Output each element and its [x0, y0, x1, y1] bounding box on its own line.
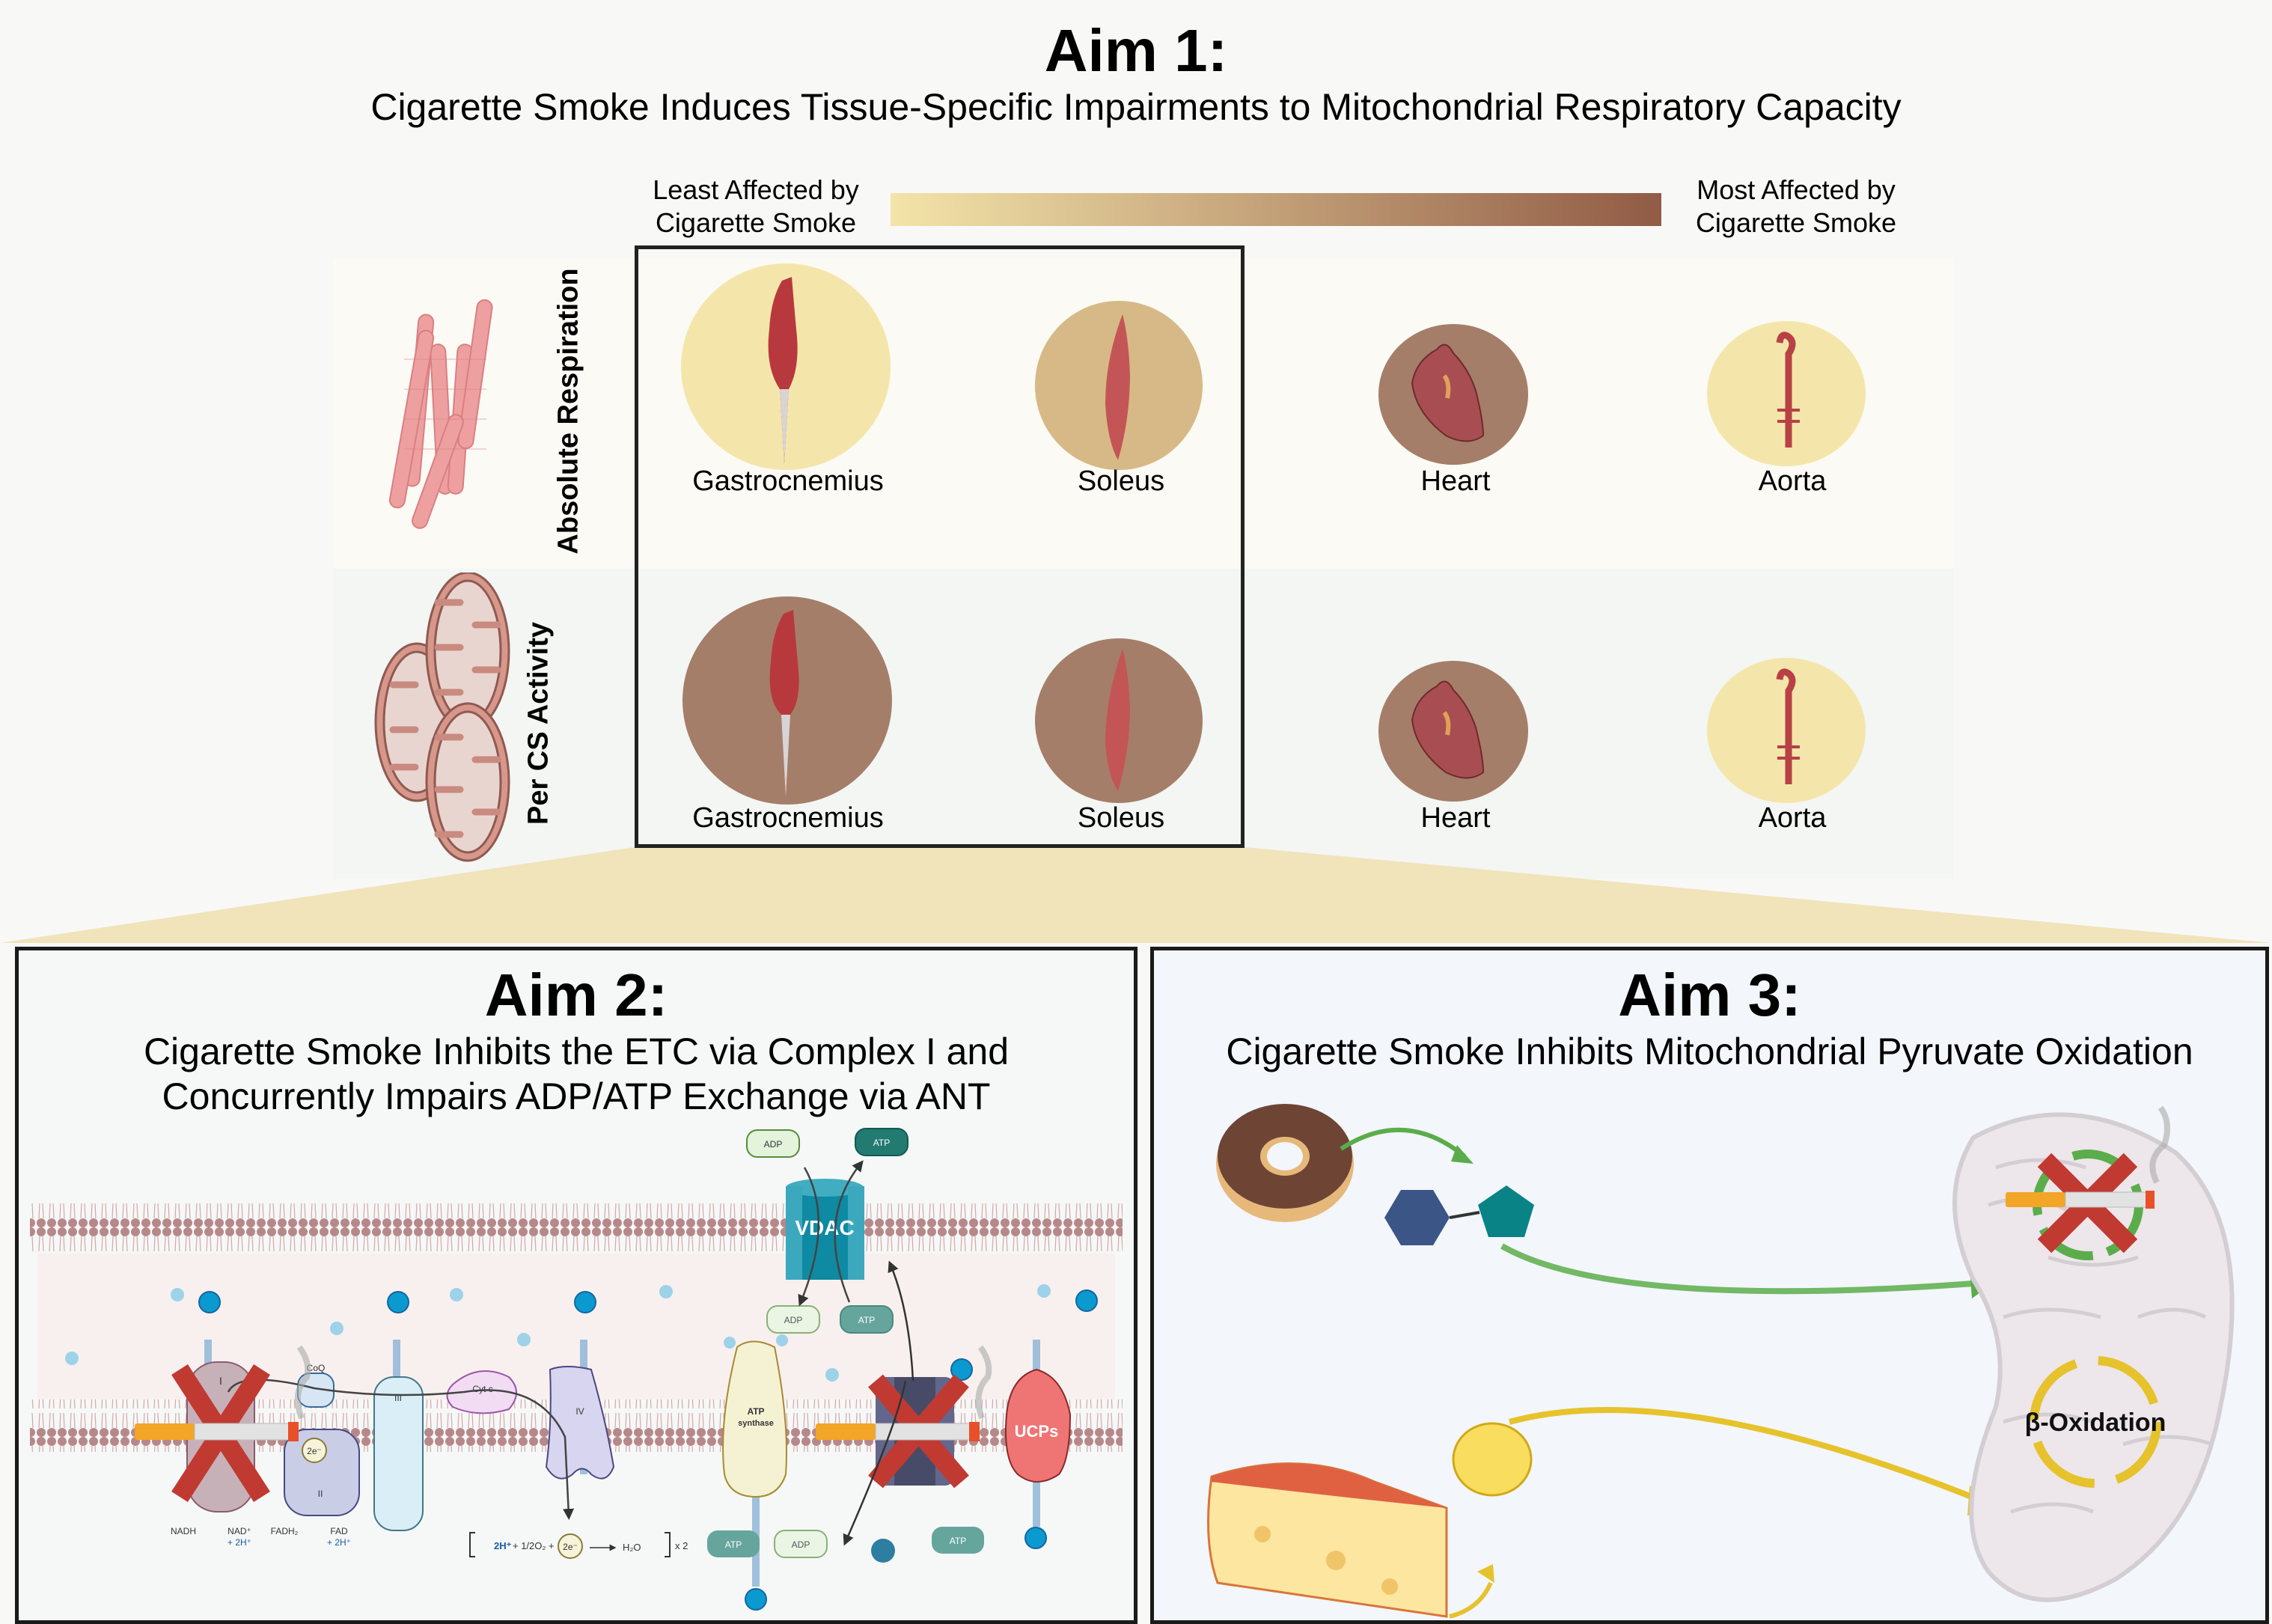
ucps: [1005, 1368, 1072, 1483]
fat-droplet-icon: [1452, 1422, 1533, 1497]
legend-least-affected: Least Affected by Cigarette Smoke: [653, 174, 859, 238]
tissue-icon-gastrocnemius-row2: [682, 596, 892, 805]
aim2-title: Aim 2:: [484, 962, 668, 1028]
complex-iv-label: IV: [575, 1406, 584, 1417]
tissue-icon-soleus-row1: [1035, 301, 1203, 470]
donut-icon: [1216, 1104, 1354, 1222]
electron-label: 2e⁻: [307, 1446, 322, 1456]
cigarette-icon: [816, 1422, 980, 1441]
aim2-subtitle-line1: Cigarette Smoke Inhibits the ETC via Com…: [143, 1031, 1010, 1072]
cigarette-icon: [135, 1422, 299, 1441]
vdac-channel: [786, 1179, 864, 1280]
tissue-label-heart: Heart: [1420, 802, 1491, 834]
svg-text:ADP: ADP: [792, 1539, 810, 1550]
fad-proton-label: + 2H⁺: [327, 1537, 351, 1548]
coq-label: CoQ: [307, 1363, 326, 1373]
atp-synthase-label-1: ATP: [747, 1406, 764, 1417]
adp-badge: ADP: [746, 1129, 800, 1158]
complex-i-label: I: [219, 1375, 222, 1387]
adp-badge: ADP: [774, 1530, 828, 1558]
cheese-icon: [1207, 1462, 1448, 1618]
zoom-connector: [0, 847, 2272, 943]
row-label-absolute-respiration: Absolute Respiration: [552, 268, 584, 555]
aim2-subtitle-line2: Concurrently Impairs ADP/ATP Exchange vi…: [162, 1075, 991, 1117]
tissue-label-gastrocnemius: Gastrocnemius: [692, 802, 884, 834]
tissue-icon-heart-row1: [1378, 324, 1528, 465]
adp-badge: ADP: [766, 1305, 820, 1334]
complex-iii: [373, 1376, 424, 1531]
skeletal-muscle-highlight-box: [635, 245, 1245, 848]
substrate-oxidation-diagram: yc β-Oxidation: [1207, 1104, 2235, 1619]
equation-electrons: 2e⁻: [563, 1542, 578, 1552]
carbohydrate-icon: [1384, 1185, 1534, 1245]
tissue-icon-heart-row2: [1378, 661, 1528, 802]
aim3-title: Aim 3:: [1618, 962, 1801, 1028]
muscle-fibers-icon: [389, 299, 493, 529]
tissue-label-soleus: Soleus: [1077, 465, 1165, 497]
vdac-label: VDAC: [795, 1216, 854, 1239]
aim1-subtitle: Cigarette Smoke Induces Tissue-Specific …: [370, 86, 1902, 128]
nad-proton-label: + 2H⁺: [227, 1537, 251, 1548]
tissue-label-soleus: Soleus: [1077, 802, 1165, 834]
complex-iv: [545, 1366, 615, 1480]
svg-text:ATP: ATP: [858, 1315, 875, 1325]
equation-water: H₂O: [623, 1542, 641, 1553]
beta-oxidation-label: β-Oxidation: [2025, 1408, 2166, 1437]
cigarette-icon: [2006, 1191, 2155, 1209]
legend-most-affected: Most Affected by Cigarette Smoke: [1695, 174, 1897, 238]
tissue-label-heart: Heart: [1420, 465, 1491, 497]
outer-membrane: [30, 1203, 1123, 1256]
tissue-label-gastrocnemius: Gastrocnemius: [692, 465, 884, 497]
atp-badge: ATP: [855, 1128, 909, 1156]
beta-oxidation-ring: [2030, 1356, 2161, 1488]
svg-text:ATP: ATP: [725, 1539, 742, 1550]
tissue-label-aorta: Aorta: [1758, 802, 1827, 834]
aim1-title: Aim 1:: [1044, 17, 1228, 84]
row-label-per-cs-activity: Per CS Activity: [522, 621, 555, 825]
cytc-label: Cyt c: [472, 1384, 492, 1394]
svg-text:ADP: ADP: [764, 1139, 783, 1150]
equation-protons: 2H⁺: [494, 1540, 512, 1551]
smoke-icon: [2149, 1105, 2170, 1184]
cytochrome-c: [446, 1370, 517, 1414]
svg-text:ATP: ATP: [873, 1138, 890, 1148]
smoke-icon: [975, 1345, 992, 1420]
tissue-icon-aorta-row2: [1707, 658, 1866, 803]
complex-iii-label: III: [394, 1393, 402, 1403]
tissue-icon-gastrocnemius-row1: [681, 263, 891, 470]
tissue-label-aorta: Aorta: [1758, 465, 1827, 497]
svg-text:ATP: ATP: [950, 1536, 966, 1546]
fad-label: FAD: [330, 1526, 348, 1536]
nad-label: NAD⁺: [227, 1526, 251, 1536]
atp-badge: ATP: [840, 1305, 894, 1334]
tissue-icon-aorta-row1: [1707, 321, 1866, 466]
atp-synthase-label-2: synthase: [738, 1419, 774, 1428]
nadh-label: NADH: [171, 1526, 196, 1536]
etc-diagram: I CoQ II 2e⁻ III Cyt c IV NADH NAD⁺ + 2H…: [30, 1128, 1123, 1611]
ucps-label: UCPs: [1015, 1422, 1059, 1441]
svg-text:ADP: ADP: [784, 1315, 803, 1325]
complex-ii-label: II: [318, 1489, 323, 1499]
mitochondrion-outline: [1952, 1112, 2235, 1602]
fadh2-label: FADH₂: [271, 1526, 299, 1536]
equation-multiplier: x 2: [675, 1540, 688, 1551]
atp-synthase: [722, 1340, 787, 1498]
effect-gradient-bar: [891, 193, 1661, 226]
smoke-icon: [294, 1345, 311, 1420]
mitochondria-icon: [374, 573, 510, 862]
electron-pair: [302, 1438, 327, 1463]
aim3-subtitle: Cigarette Smoke Inhibits Mitochondrial P…: [1226, 1031, 2193, 1072]
equation-oxygen: + 1/2O₂ +: [513, 1540, 555, 1551]
tissue-icon-soleus-row2: [1035, 638, 1203, 803]
atp-badge: ATP: [707, 1530, 760, 1557]
atp-badge: ATP: [932, 1527, 984, 1554]
